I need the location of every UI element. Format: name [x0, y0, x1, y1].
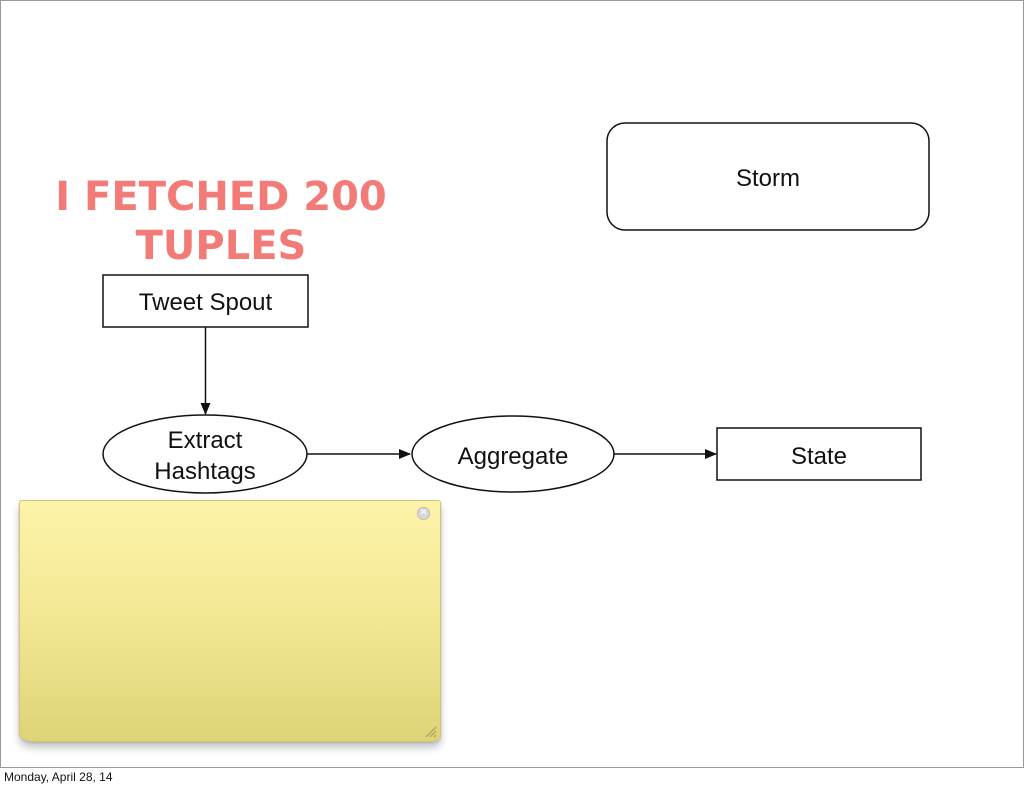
slide: I FETCHED 200 TUPLES Storm Tweet Spout E…: [0, 0, 1024, 768]
state-node: State: [716, 427, 922, 481]
sticky-note[interactable]: ✕: [19, 500, 441, 742]
close-icon[interactable]: ✕: [417, 507, 430, 520]
aggregate-node: Aggregate: [411, 415, 615, 493]
extract-hashtags-label-line-1: Extract: [168, 427, 243, 454]
storm-box: Storm: [606, 122, 930, 231]
tweet-spout-node: Tweet Spout: [102, 274, 309, 328]
tweet-spout-label: Tweet Spout: [139, 289, 273, 316]
heading-line-1: I FETCHED 200: [55, 174, 387, 220]
heading-line-2: TUPLES: [136, 223, 307, 269]
footer-date: Monday, April 28, 14: [4, 770, 113, 784]
extract-hashtags-label-line-2: Hashtags: [154, 458, 255, 485]
extract-hashtags-node: Extract Hashtags: [102, 414, 308, 494]
resize-grip-icon[interactable]: [423, 724, 437, 738]
state-label: State: [791, 443, 847, 470]
storm-label: Storm: [736, 165, 800, 192]
aggregate-label: Aggregate: [458, 443, 569, 470]
topology-diagram: I FETCHED 200 TUPLES Storm Tweet Spout E…: [55, 122, 930, 494]
